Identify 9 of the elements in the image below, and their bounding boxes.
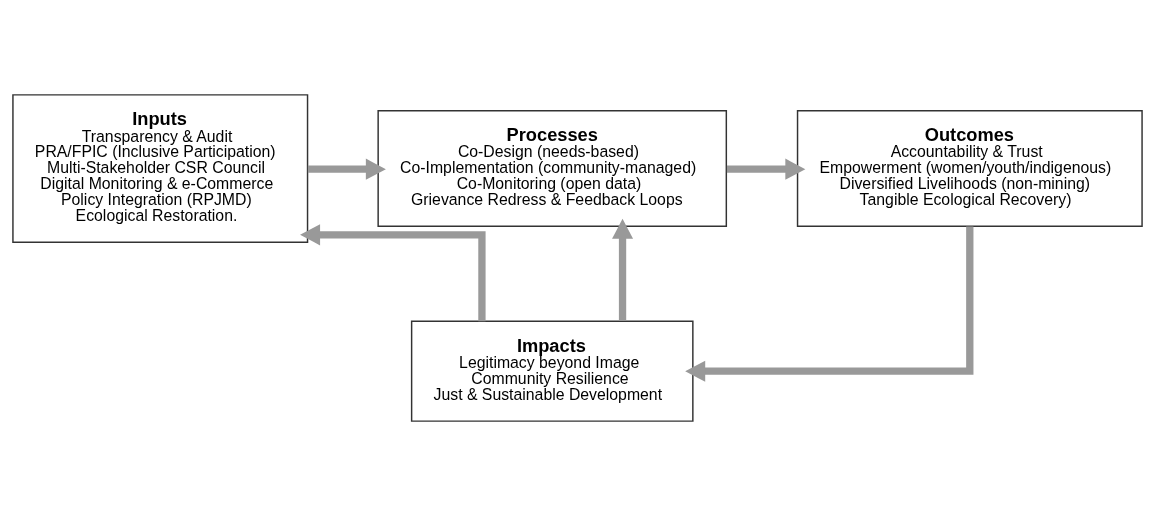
node-box: Inputs Transparency & Audit PRA/FPIC (Inclusive Participation) Multi-Stakeholder CSR Council Digital Monitoring & e-Commerce Policy Integration (RPJMD) Ecological Restoration.: [12, 93, 309, 243]
arrow: [685, 226, 974, 382]
arrow: [726, 158, 806, 180]
arrow: [307, 158, 386, 180]
node-box: Processes Co-Design (needs-based) Co-Implementation (community-managed) Co-Monitoring (open data) Grievance Redress & Feedback Loops: [377, 109, 728, 227]
node-box: Outcomes Accountability & Trust Empowerment (women/youth/indigenous) Diversified Livelihoods (non-mining) Tangible Ecological Recovery): [796, 109, 1143, 227]
arrow: [612, 218, 634, 321]
node-box: Impacts Legitimacy beyond Image Community Resilience Just & Sustainable Development: [410, 320, 694, 422]
arrow: [300, 223, 486, 321]
